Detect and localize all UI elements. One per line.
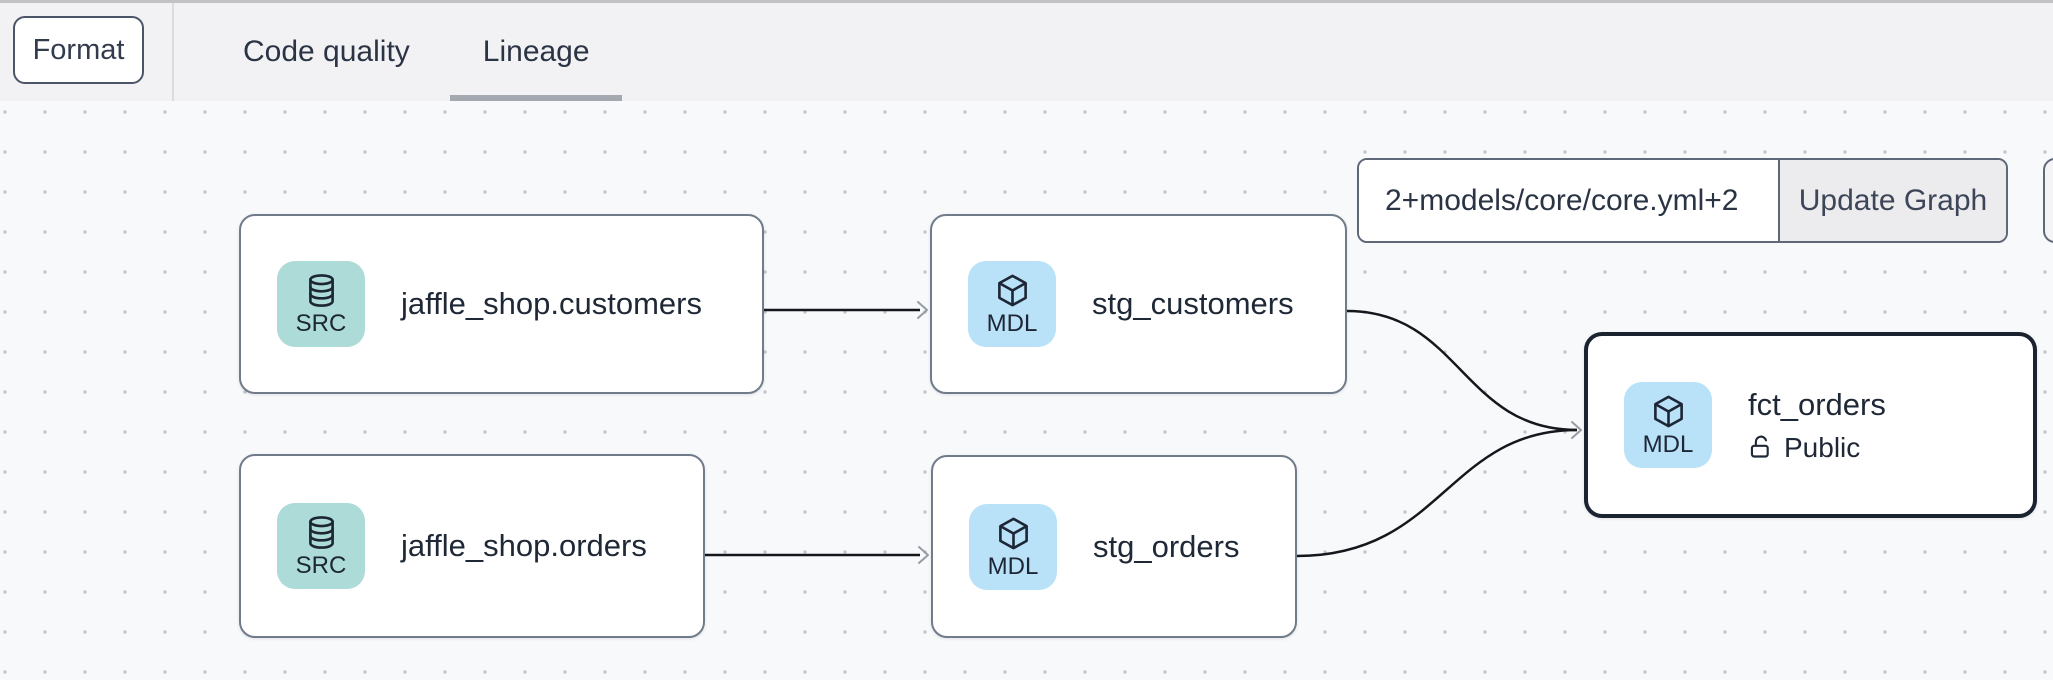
access-label: Public	[1784, 431, 1861, 463]
badge-label: MDL	[1642, 431, 1694, 458]
lineage-node-stg-customers[interactable]: MDL stg_customers	[930, 214, 1347, 394]
model-badge: MDL	[968, 261, 1056, 347]
model-badge: MDL	[1624, 382, 1712, 468]
lineage-node-jaffle-shop-customers[interactable]: SRC jaffle_shop.customers	[239, 214, 764, 394]
source-badge: SRC	[277, 503, 365, 589]
tab-label: Code quality	[243, 35, 410, 68]
node-text: fct_orders Public	[1748, 387, 1886, 464]
arrowhead-icon	[917, 301, 928, 319]
source-badge: SRC	[277, 261, 365, 347]
toolbar-divider	[172, 3, 174, 101]
node-title: jaffle_shop.customers	[401, 286, 702, 321]
lineage-node-jaffle-shop-orders[interactable]: SRC jaffle_shop.orders	[239, 454, 705, 638]
database-icon	[308, 274, 334, 307]
edge-stgorders-to-fct	[1296, 428, 1578, 558]
package-icon	[997, 274, 1027, 307]
database-icon	[308, 516, 334, 549]
selector-input[interactable]	[1359, 160, 1778, 241]
lineage-canvas[interactable]: SRC jaffle_shop.customers MDL stg_custom…	[0, 101, 2053, 680]
arrowhead-icon	[918, 546, 929, 564]
node-title: stg_orders	[1093, 528, 1240, 564]
tab-lineage[interactable]: Lineage	[483, 3, 590, 101]
access-row: Public	[1748, 432, 1886, 464]
tab-label: Lineage	[482, 35, 590, 68]
badge-label: MDL	[987, 552, 1039, 580]
badge-label: SRC	[295, 310, 347, 337]
graph-selector-group: Update Graph	[1357, 158, 2008, 243]
edge-stgcustomers-to-fct	[1346, 309, 1578, 432]
node-title: stg_customers	[1092, 286, 1294, 321]
tab-bar: Code quality Lineage	[243, 3, 590, 101]
tab-code-quality[interactable]: Code quality	[243, 3, 410, 101]
toolbar: Format Code quality Lineage	[0, 0, 2053, 101]
update-graph-button[interactable]: Update Graph	[1778, 160, 2006, 241]
node-title: fct_orders	[1748, 386, 1886, 422]
format-button[interactable]: Format	[13, 16, 144, 84]
package-icon	[1653, 395, 1683, 428]
lock-open-icon	[1750, 435, 1769, 458]
badge-label: MDL	[986, 310, 1038, 337]
node-title: jaffle_shop.orders	[401, 528, 647, 563]
arrowhead-icon	[1571, 421, 1582, 439]
package-icon	[998, 517, 1028, 549]
lineage-node-fct-orders[interactable]: MDL fct_orders Public	[1584, 332, 2037, 518]
clipped-control[interactable]	[2043, 158, 2053, 243]
badge-label: SRC	[295, 552, 347, 579]
lineage-node-stg-orders[interactable]: MDL stg_orders	[931, 455, 1297, 638]
model-badge: MDL	[969, 503, 1057, 590]
